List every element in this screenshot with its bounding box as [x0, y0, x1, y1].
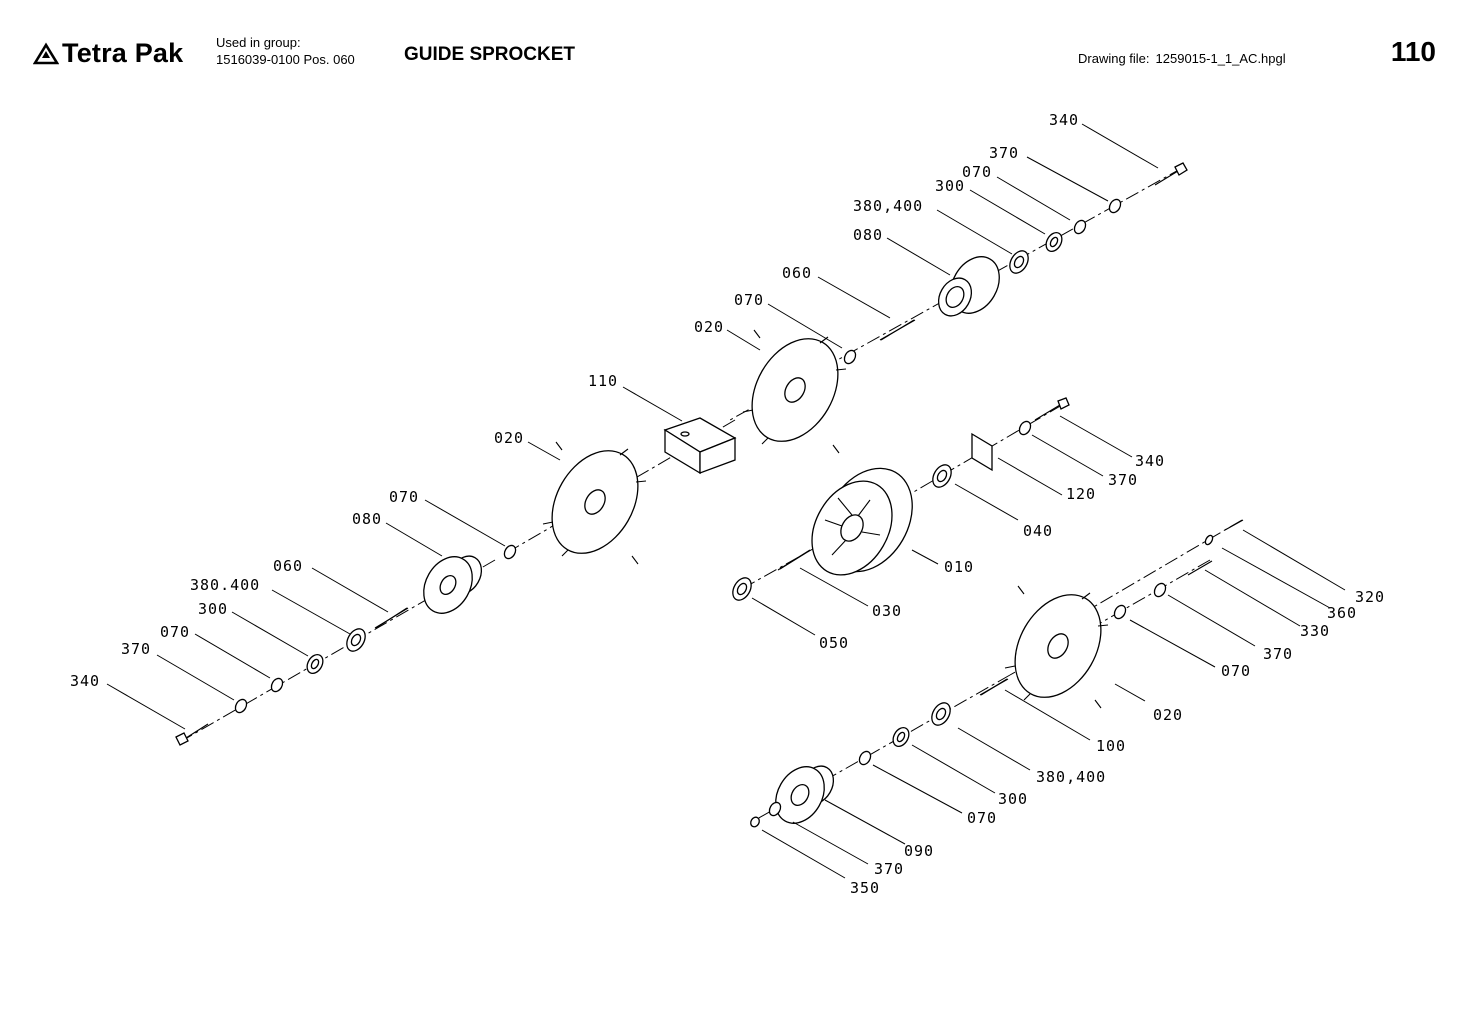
nut-070-d2-part: [858, 750, 872, 766]
assembly-lower-right: [749, 519, 1244, 828]
nut-070-part: [1073, 219, 1087, 235]
sprocket-020-lower-part: [542, 441, 647, 565]
housing-080-lower-part: [423, 555, 483, 614]
label-b110: 110: [588, 372, 618, 390]
label-b380: 380.400: [190, 576, 260, 594]
label-d100: 100: [1096, 737, 1126, 755]
axis-line: [1084, 519, 1243, 613]
label-a340: 340: [1049, 111, 1079, 129]
label-d020: 020: [1153, 706, 1183, 724]
label-c040: 040: [1023, 522, 1053, 540]
label-b020: 020: [494, 429, 524, 447]
used-in-group-value: 1516039-0100 Pos. 060: [216, 52, 355, 67]
label-a070b: 070: [734, 291, 764, 309]
label-c010: 010: [944, 558, 974, 576]
page-title: GUIDE SPROCKET: [404, 44, 576, 65]
label-d370: 370: [1263, 645, 1293, 663]
label-a060: 060: [782, 264, 812, 282]
sprocket-020-d-part: [1004, 585, 1109, 709]
washer-370-d-part: [1153, 582, 1167, 598]
label-b070: 070: [389, 488, 419, 506]
drawing-file-value: 1259015-1_1_AC.hpgl: [1155, 51, 1286, 66]
washer-370-part: [1108, 198, 1122, 214]
label-d320: 320: [1355, 588, 1385, 606]
nut-070c-part: [503, 544, 517, 560]
label-d300: 300: [998, 790, 1028, 808]
brand-logo: Tetra Pak: [33, 38, 183, 69]
nut-070-d-part: [1113, 604, 1127, 620]
label-a080: 080: [853, 226, 883, 244]
bolt-340-roller-part: [1034, 397, 1070, 421]
label-d070: 070: [1221, 662, 1251, 680]
label-d360: 360: [1327, 604, 1357, 622]
label-b340: 340: [70, 672, 100, 690]
drawing-file-label: Drawing file:: [1078, 51, 1150, 66]
nut-070-lower-part: [270, 677, 284, 693]
nut-350-part: [750, 816, 760, 828]
label-d370b: 370: [874, 860, 904, 878]
axis-line: [739, 544, 821, 591]
page-number: 110: [1390, 36, 1436, 67]
bolt-330-part: [1187, 560, 1213, 576]
axis-line: [1009, 559, 1211, 676]
header: Tetra Pak Used in group: 1516039-0100 Po…: [0, 0, 1462, 90]
tetra-pak-logo-icon: [33, 42, 59, 64]
label-d330: 330: [1300, 622, 1330, 640]
shaft-060-part: [879, 319, 916, 341]
label-a300: 300: [935, 177, 965, 195]
label-d350: 350: [850, 879, 880, 897]
label-a020: 020: [694, 318, 724, 336]
assembly-roller: [732, 397, 1070, 601]
label-c120: 120: [1066, 485, 1096, 503]
shaft-060-lower-part: [374, 607, 409, 629]
label-d090: 090: [904, 842, 934, 860]
bolt-320-part: [1224, 519, 1244, 531]
label-c340: 340: [1135, 452, 1165, 470]
used-in-group-label: Used in group:: [216, 35, 301, 50]
plate-120-part: [971, 432, 993, 472]
part-labels: 340 370 070 300 380,400 080 060 070 020 …: [70, 111, 1385, 897]
washer-370-lower-part: [234, 698, 248, 714]
label-a380: 380,400: [853, 197, 923, 215]
washer-370-d2-part: [768, 801, 782, 817]
label-c050: 050: [819, 634, 849, 652]
label-a070: 070: [962, 163, 992, 181]
nut-070b-part: [843, 349, 857, 365]
shaft-100-part: [979, 678, 1009, 696]
label-b060: 060: [273, 557, 303, 575]
leader-lines: [106, 123, 1346, 879]
label-b370: 370: [121, 640, 151, 658]
used-in-group: Used in group: 1516039-0100 Pos. 060: [216, 34, 355, 68]
label-c370: 370: [1108, 471, 1138, 489]
housing-090-part: [775, 765, 835, 824]
bolt-340-part: [1154, 162, 1188, 186]
label-d070b: 070: [967, 809, 997, 827]
brand-name: Tetra Pak: [62, 38, 184, 68]
label-c030: 030: [872, 602, 902, 620]
block-110-part: [663, 417, 737, 475]
washer-370-roller-part: [1018, 420, 1032, 436]
assembly-upper: [175, 162, 1188, 746]
housing-080-part: [937, 256, 1000, 317]
label-b070b: 070: [160, 623, 190, 641]
label-b080: 080: [352, 510, 382, 528]
label-b300: 300: [198, 600, 228, 618]
sprocket-020-upper-part: [742, 329, 847, 454]
roller-010-part: [811, 467, 913, 576]
bolt-340-lower-part: [175, 723, 209, 746]
label-d380: 380,400: [1036, 768, 1106, 786]
label-a370: 370: [989, 144, 1019, 162]
drawing-file: Drawing file: 1259015-1_1_AC.hpgl: [1078, 51, 1292, 66]
washer-360-part: [1204, 534, 1214, 546]
pin-030-part: [777, 549, 811, 571]
